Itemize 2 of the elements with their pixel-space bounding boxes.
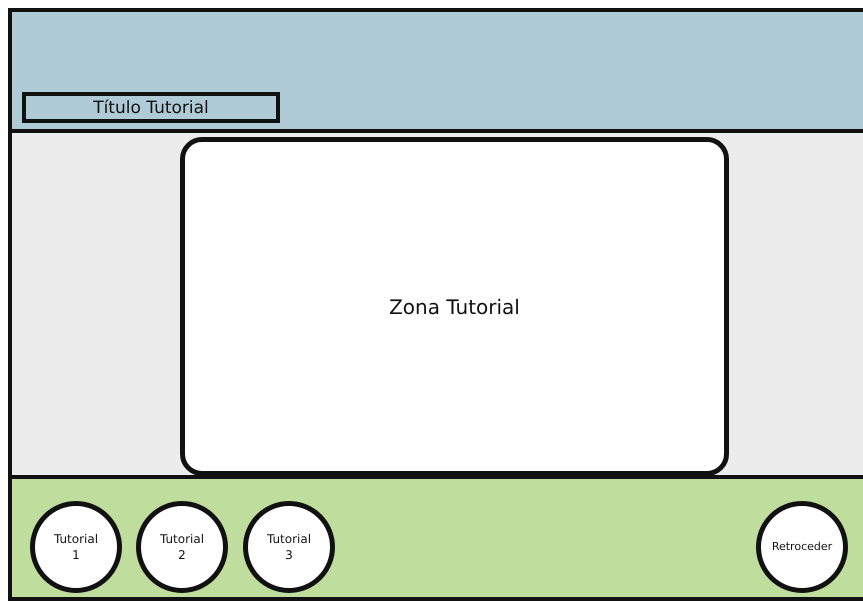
- content-area: Zona Tutorial: [180, 137, 729, 476]
- title-box: Título Tutorial: [22, 92, 280, 123]
